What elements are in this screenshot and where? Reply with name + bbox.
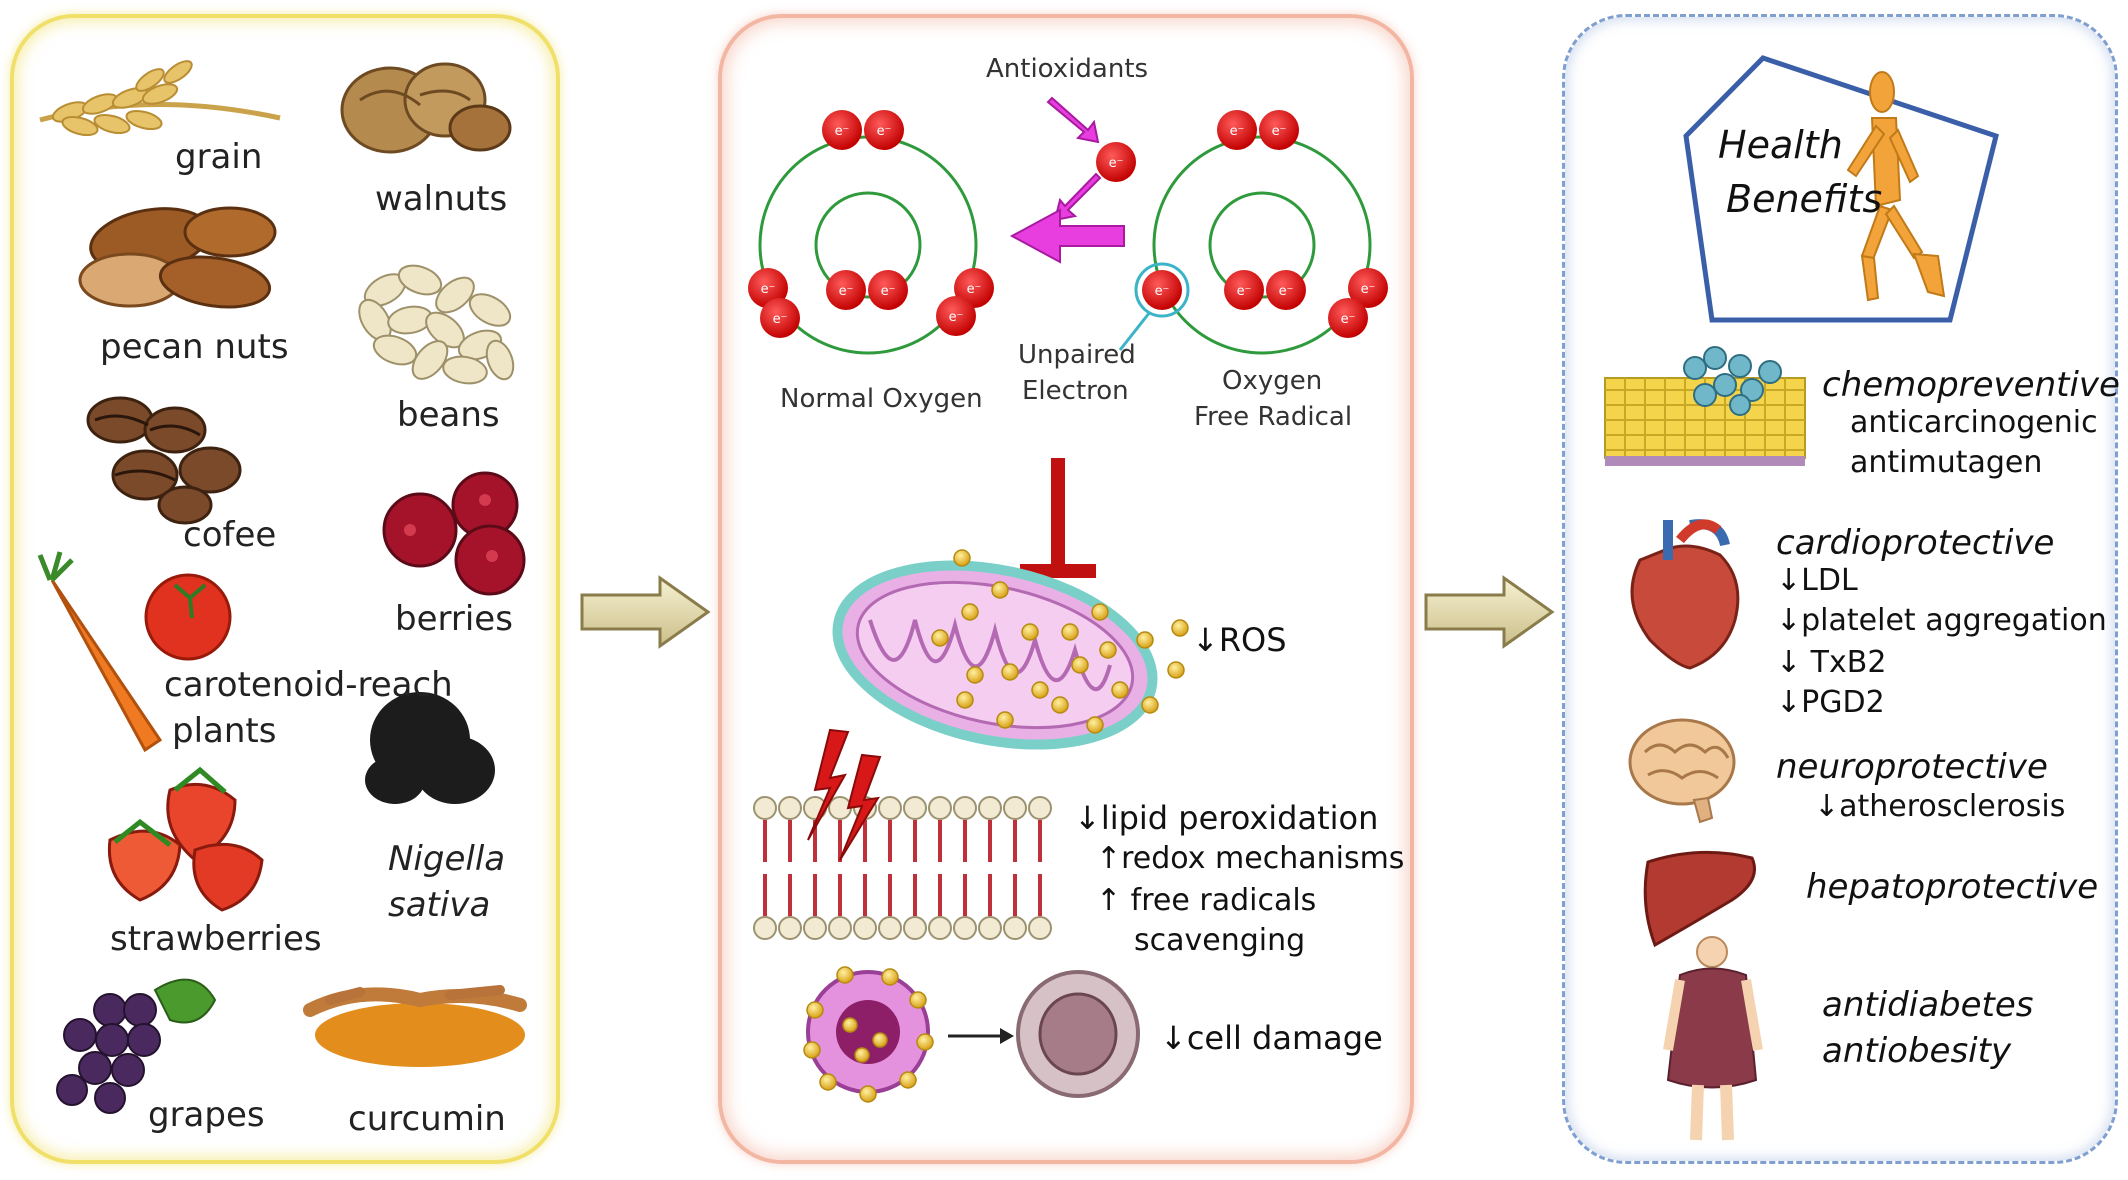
- svg-text:e⁻: e⁻: [1155, 284, 1170, 299]
- redox-mechanisms-label: ↑redox mechanisms: [1096, 841, 1405, 876]
- nigella-seeds-icon: [365, 692, 495, 804]
- grain-label: grain: [175, 137, 263, 177]
- hepatoprotective-label: hepatoprotective: [1806, 867, 2099, 907]
- electrons-icon: [748, 110, 1388, 338]
- coffee-beans-icon: [86, 396, 242, 525]
- svg-text:e⁻: e⁻: [1361, 282, 1376, 297]
- svg-text:e⁻: e⁻: [1109, 156, 1124, 171]
- berries-label: berries: [395, 599, 513, 639]
- antiobesity-label: antiobesity: [1822, 1031, 2012, 1071]
- svg-text:e⁻: e⁻: [1230, 124, 1245, 139]
- healthy-cell-icon: [803, 966, 934, 1103]
- antidiabetes-label: antidiabetes: [1822, 985, 2034, 1025]
- neuroprotective-label: neuroprotective: [1776, 747, 2048, 787]
- brain-icon: [1628, 718, 1736, 824]
- ros-particles-icon: [931, 549, 1189, 734]
- beans-label: beans: [397, 395, 500, 435]
- grapes-icon: [56, 978, 217, 1114]
- oxygen-free-radical-atom-icon: [1118, 135, 1372, 355]
- food-sources-panel: [10, 14, 560, 1164]
- nigella-label-line2: sativa: [388, 885, 491, 925]
- cardioprotective-label: cardioprotective: [1776, 523, 2055, 563]
- curcumin-icon: [303, 985, 527, 1067]
- svg-text:e⁻: e⁻: [1341, 312, 1356, 327]
- ldl-label: ↓LDL: [1776, 563, 1858, 598]
- mitochondrion-icon: [832, 560, 1158, 750]
- curcumin-label: curcumin: [348, 1099, 506, 1139]
- svg-text:e⁻: e⁻: [839, 284, 854, 299]
- mechanism-panel: [718, 14, 1414, 1164]
- svg-text:e⁻: e⁻: [1237, 284, 1252, 299]
- pgd2-label: ↓PGD2: [1776, 685, 1885, 720]
- epithelial-tissue-icon: [1604, 346, 1806, 466]
- beans-icon: [358, 264, 515, 385]
- cell-damage-label: ↓cell damage: [1160, 1019, 1383, 1057]
- chemopreventive-label: chemopreventive: [1822, 365, 2120, 405]
- grain-icon: [39, 60, 281, 137]
- svg-text:e⁻: e⁻: [1279, 284, 1294, 299]
- lipid-bilayer-icon: [753, 796, 1052, 940]
- ros-label: ↓ROS: [1192, 621, 1287, 659]
- health-benefits-title-line1: Health: [1718, 123, 1843, 167]
- lipid-peroxidation-label: ↓lipid peroxidation: [1074, 799, 1379, 837]
- heart-icon: [1630, 519, 1740, 670]
- grapes-label: grapes: [148, 1095, 265, 1135]
- electron-labels: e⁻e⁻ e⁻e⁻ e⁻e⁻ e⁻e⁻ e⁻e⁻ e⁻e⁻ e⁻ e⁻e⁻ e⁻: [761, 124, 1376, 327]
- oxygen-free-radical-label-line1: Oxygen: [1222, 366, 1323, 396]
- txb2-label: ↓ TxB2: [1776, 645, 1887, 680]
- nigella-label-line1: Nigella: [388, 839, 506, 879]
- pecan-nuts-icon: [78, 206, 277, 309]
- tomato-icon: [144, 573, 232, 661]
- svg-text:e⁻: e⁻: [761, 282, 776, 297]
- svg-text:e⁻: e⁻: [773, 312, 788, 327]
- carotenoid-label-line2: plants: [172, 711, 277, 751]
- svg-text:e⁻: e⁻: [877, 124, 892, 139]
- svg-text:e⁻: e⁻: [1272, 124, 1287, 139]
- walnuts-label: walnuts: [375, 179, 508, 219]
- oxygen-free-radical-label-line2: Free Radical: [1194, 402, 1353, 432]
- strawberries-icon: [107, 766, 264, 912]
- walking-figure-icon: [1846, 71, 1946, 302]
- atherosclerosis-label: ↓atherosclerosis: [1814, 789, 2066, 824]
- platelet-aggregation-label: ↓platelet aggregation: [1776, 603, 2107, 638]
- normal-oxygen-label: Normal Oxygen: [780, 384, 983, 414]
- berries-icon: [382, 471, 526, 596]
- antimutagen-label: antimutagen: [1850, 445, 2043, 480]
- pecan-nuts-label: pecan nuts: [100, 327, 289, 367]
- free-radicals-label: ↑ free radicals: [1096, 883, 1317, 918]
- damaged-cell-icon: [1016, 970, 1140, 1098]
- antioxidants-label: Antioxidants: [986, 54, 1149, 84]
- unpaired-electron-label-line1: Unpaired: [1018, 340, 1136, 370]
- anticarcinogenic-label: anticarcinogenic: [1850, 405, 2098, 440]
- health-benefits-title-line2: Benefits: [1726, 177, 1883, 221]
- svg-text:e⁻: e⁻: [881, 284, 896, 299]
- lightning-icon: [807, 728, 882, 861]
- unpaired-electron-label-line2: Electron: [1022, 376, 1129, 406]
- inhibition-symbol-icon: [1020, 458, 1096, 578]
- svg-text:e⁻: e⁻: [967, 282, 982, 297]
- svg-text:e⁻: e⁻: [835, 124, 850, 139]
- antioxidant-arrows-icon: [1009, 96, 1125, 264]
- carotenoid-label-line1: carotenoid-reach: [164, 665, 453, 705]
- liver-icon: [1643, 850, 1756, 948]
- arrow-food-to-mechanism-icon: [580, 575, 711, 649]
- walnuts-icon: [340, 62, 512, 154]
- arrow-mechanism-to-benefits-icon: [1424, 575, 1555, 649]
- cell-transition-arrow-icon: [948, 1028, 1014, 1044]
- carrot-icon: [37, 551, 163, 753]
- health-benefits-panel: [1562, 14, 2118, 1164]
- cofee-label: cofee: [183, 515, 277, 555]
- obese-figure-icon: [1663, 936, 1763, 1141]
- svg-text:e⁻: e⁻: [949, 310, 964, 325]
- scavenging-label: scavenging: [1134, 923, 1306, 958]
- strawberries-label: strawberries: [110, 919, 322, 959]
